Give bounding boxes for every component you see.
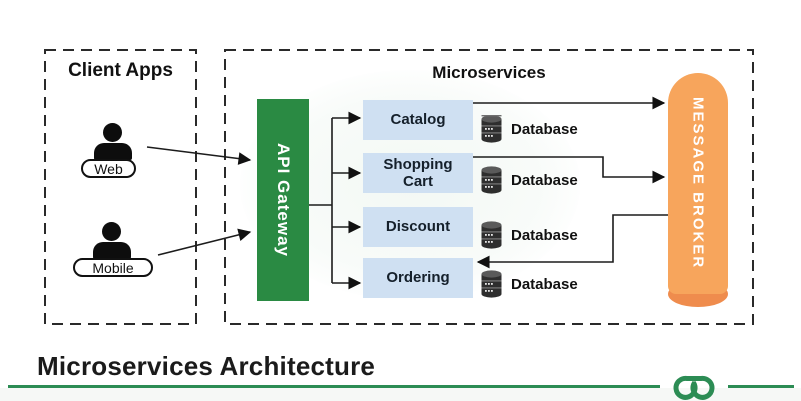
service-label: Shopping Cart (383, 155, 453, 190)
service-label: Ordering (386, 269, 450, 287)
mobile-label-text: Mobile (92, 259, 134, 276)
arrow-mobile-to-gateway (157, 228, 252, 256)
person-icon (103, 123, 122, 142)
gateway-trunk-line (309, 118, 333, 283)
microservices-group-border (224, 49, 754, 325)
client-apps-group-border (44, 49, 197, 325)
footer-divider-left (8, 385, 660, 388)
database-label: Database (511, 226, 578, 244)
ordering-database: Database (481, 269, 578, 299)
shopping-cart-database: Database (481, 165, 578, 195)
api-gateway-label: API Gateway (274, 143, 293, 257)
footer-strip (0, 388, 801, 401)
service-node-ordering: Ordering (363, 258, 473, 298)
microservices-group-label: Microservices (432, 63, 546, 82)
database-label: Database (511, 171, 578, 189)
arrow-broker-to-ordering (476, 214, 668, 269)
database-icon (481, 270, 502, 298)
database-label: Database (511, 120, 578, 138)
client-apps-group-label: Client Apps (68, 60, 173, 81)
person-icon (93, 242, 131, 259)
database-icon (481, 115, 502, 143)
person-icon (94, 143, 132, 160)
database-icon (481, 166, 502, 194)
mobile-client-label: Mobile (73, 258, 153, 277)
api-gateway-node: API Gateway (257, 99, 309, 301)
arrow-shopping-cart-to-broker (473, 156, 666, 184)
message-broker-label: MESSAGE BROKER (689, 97, 707, 270)
service-node-shopping-cart: Shopping Cart (363, 153, 473, 193)
footer-divider-right (728, 385, 794, 388)
diagram-title: Microservices Architecture (37, 351, 376, 381)
web-label-text: Web (94, 160, 123, 177)
catalog-database: Database (481, 114, 578, 144)
service-label: Discount (385, 218, 451, 236)
person-icon (102, 222, 121, 241)
service-label: Catalog (390, 111, 446, 129)
message-broker-node: MESSAGE BROKER (668, 73, 728, 294)
gfg-logo-icon (673, 375, 715, 400)
database-label: Database (511, 275, 578, 293)
service-node-discount: Discount (363, 207, 473, 247)
database-icon (481, 221, 502, 249)
service-node-catalog: Catalog (363, 100, 473, 140)
web-client-label: Web (81, 159, 136, 178)
arrow-web-to-gateway (146, 146, 252, 165)
discount-database: Database (481, 220, 578, 250)
